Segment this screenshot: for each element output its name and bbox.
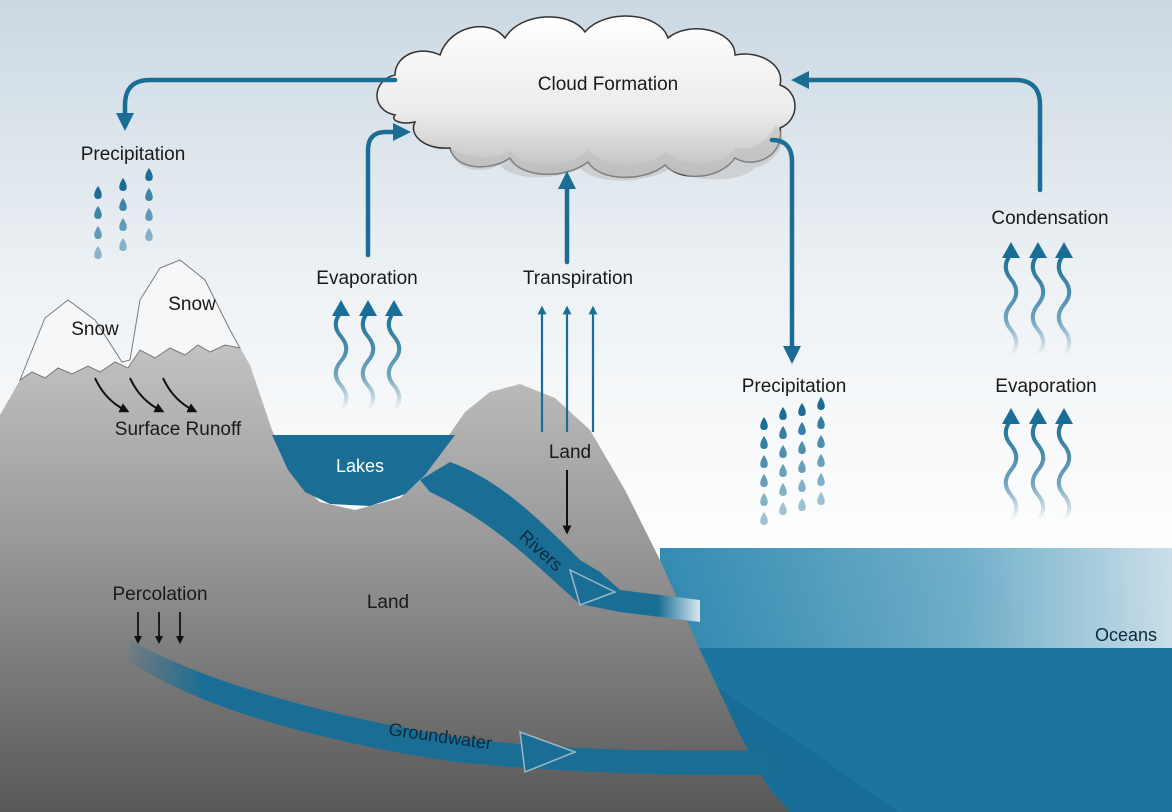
raindrop bbox=[798, 479, 806, 492]
flow-condensation-to-cloud bbox=[791, 71, 1043, 193]
raindrop bbox=[119, 218, 127, 231]
raindrop bbox=[119, 198, 127, 211]
raindrop bbox=[817, 435, 825, 448]
label-oceans: Oceans bbox=[1095, 625, 1157, 645]
transpiration-arrows bbox=[537, 305, 598, 432]
raindrop bbox=[760, 455, 768, 468]
raindrop bbox=[779, 502, 787, 515]
raindrop bbox=[145, 188, 153, 201]
label-precipitation-left: Precipitation bbox=[81, 144, 186, 165]
raindrop bbox=[779, 464, 787, 477]
river-arrowhead bbox=[568, 568, 617, 606]
snow-caps bbox=[18, 259, 241, 382]
raindrop bbox=[145, 228, 153, 241]
wavy-arrow bbox=[1003, 418, 1019, 522]
wavy-arrowhead bbox=[359, 300, 377, 316]
raindrop bbox=[119, 178, 127, 191]
raindrop bbox=[119, 238, 127, 251]
wavy-arrowhead bbox=[1029, 242, 1047, 258]
raindrop bbox=[817, 454, 825, 467]
label-surface-runoff: Surface Runoff bbox=[115, 419, 242, 440]
percolation-arrows bbox=[133, 612, 185, 645]
wavy-arrowhead bbox=[1055, 242, 1073, 258]
raindrop bbox=[779, 483, 787, 496]
wavy-arrow bbox=[360, 310, 376, 412]
wavy-arrowhead bbox=[385, 300, 403, 316]
raindrop bbox=[798, 441, 806, 454]
label-evaporation-ocean: Evaporation bbox=[995, 376, 1096, 397]
wavy-arrow bbox=[1056, 252, 1072, 357]
label-precipitation-right: Precipitation bbox=[742, 376, 847, 397]
raindrop bbox=[798, 403, 806, 416]
label-condensation: Condensation bbox=[991, 208, 1108, 229]
wavy-arrow bbox=[1056, 418, 1072, 522]
label-evaporation-lake: Evaporation bbox=[316, 268, 417, 289]
raindrops-right bbox=[760, 397, 825, 525]
lake bbox=[272, 435, 455, 506]
wavy-arrowhead bbox=[1055, 408, 1073, 424]
raindrop bbox=[779, 426, 787, 439]
ocean bbox=[660, 548, 1172, 812]
raindrops-left bbox=[94, 168, 153, 259]
raindrop bbox=[798, 460, 806, 473]
evaporation-ocean-arrows bbox=[1002, 408, 1073, 522]
raindrop bbox=[94, 226, 102, 239]
label-percolation: Percolation bbox=[112, 584, 207, 605]
flow-evap-to-cloud bbox=[365, 123, 411, 258]
label-land-main: Land bbox=[367, 592, 409, 613]
raindrop bbox=[817, 473, 825, 486]
raindrop bbox=[760, 436, 768, 449]
flow-cloud-to-precip-right bbox=[769, 137, 801, 364]
evaporation-lake-arrows bbox=[332, 300, 403, 412]
wavy-arrowhead bbox=[1029, 408, 1047, 424]
raindrop bbox=[817, 492, 825, 505]
flow-cloud-to-precip-left bbox=[116, 77, 398, 131]
cloud bbox=[376, 15, 796, 181]
label-land-hill: Land bbox=[549, 442, 591, 463]
raindrop bbox=[145, 168, 153, 181]
condensation-arrows bbox=[1002, 242, 1073, 357]
raindrop bbox=[817, 397, 825, 410]
label-lakes: Lakes bbox=[336, 456, 384, 476]
raindrop bbox=[145, 208, 153, 221]
wavy-arrow bbox=[333, 310, 349, 412]
wavy-arrowhead bbox=[1002, 242, 1020, 258]
wavy-arrow bbox=[1003, 252, 1019, 357]
wavy-arrowhead bbox=[1002, 408, 1020, 424]
wavy-arrowhead bbox=[332, 300, 350, 316]
raindrop bbox=[760, 417, 768, 430]
raindrop bbox=[798, 498, 806, 511]
raindrop bbox=[94, 206, 102, 219]
groundwater-arrowhead bbox=[519, 730, 578, 774]
raindrop bbox=[94, 186, 102, 199]
river bbox=[420, 462, 700, 622]
wavy-arrow bbox=[1030, 252, 1046, 357]
label-snow-left: Snow bbox=[71, 319, 119, 340]
surface-runoff-arrows bbox=[94, 377, 198, 413]
raindrop bbox=[779, 407, 787, 420]
label-snow-right: Snow bbox=[168, 294, 216, 315]
raindrop bbox=[798, 422, 806, 435]
wavy-arrow bbox=[1030, 418, 1046, 522]
wavy-arrow bbox=[386, 310, 402, 412]
label-transpiration: Transpiration bbox=[523, 268, 633, 289]
raindrop bbox=[94, 246, 102, 259]
raindrop bbox=[817, 416, 825, 429]
raindrop bbox=[760, 493, 768, 506]
raindrop bbox=[760, 474, 768, 487]
label-cloud-formation: Cloud Formation bbox=[538, 74, 678, 95]
groundwater-flow bbox=[128, 640, 775, 776]
raindrop bbox=[760, 512, 768, 525]
raindrop bbox=[779, 445, 787, 458]
